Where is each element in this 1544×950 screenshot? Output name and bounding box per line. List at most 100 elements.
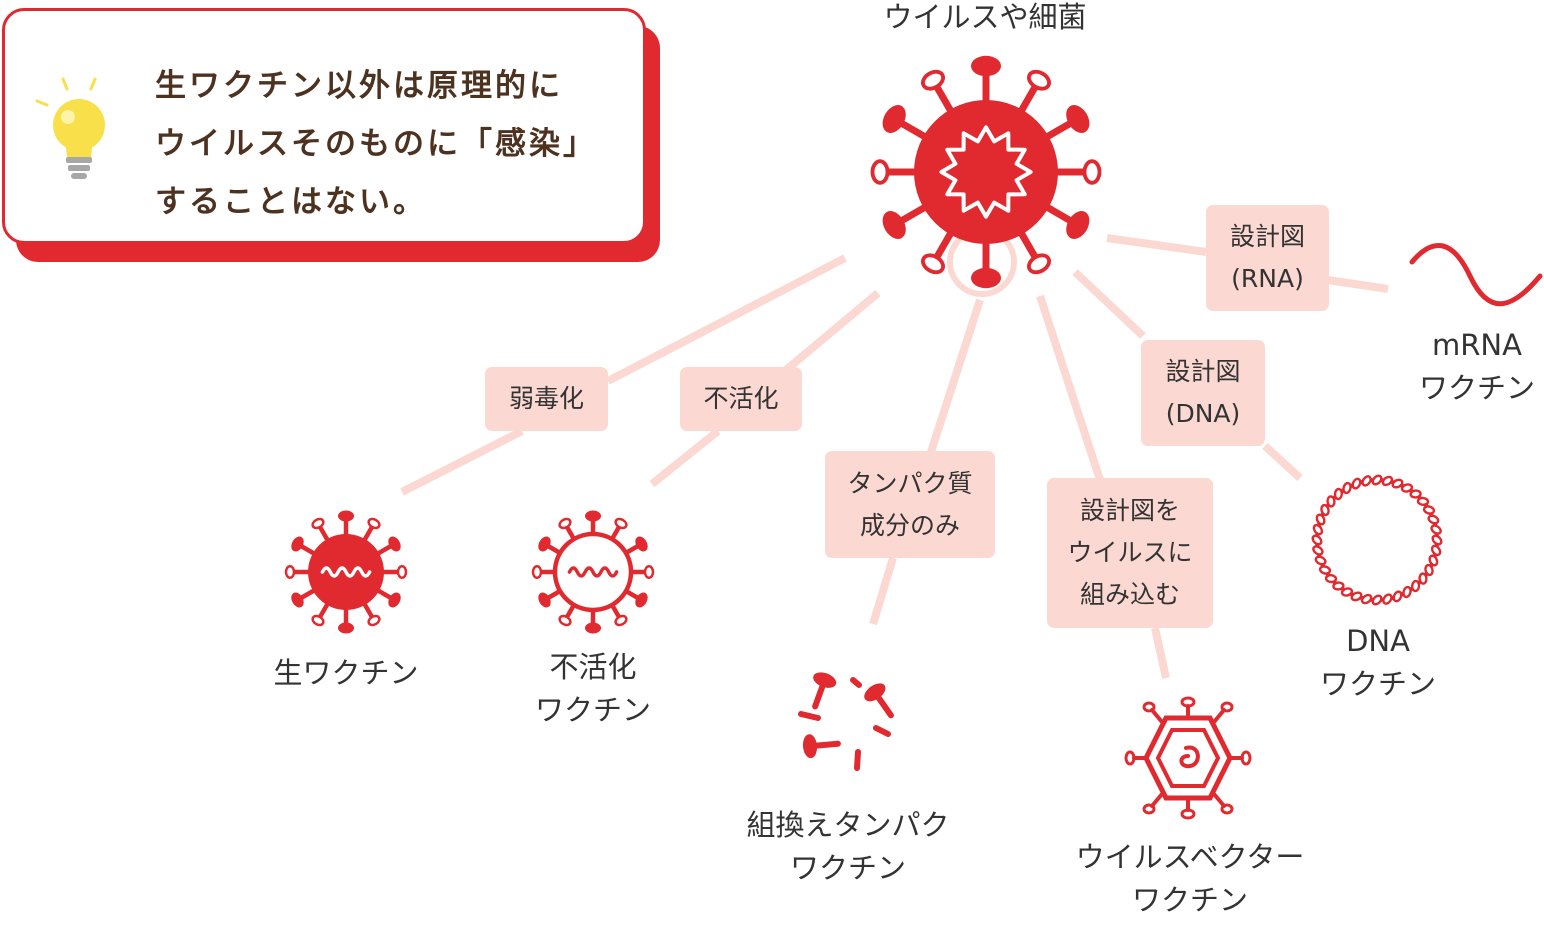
virus-spike (971, 240, 1001, 289)
method-line: (DNA) (1165, 399, 1241, 428)
dna-bead (1351, 477, 1362, 490)
vaccine-line: ウイルスベクター (1075, 840, 1305, 874)
method-dna: 設計図 (DNA) (1141, 340, 1265, 446)
virus-spike (284, 565, 311, 579)
dna-bead (1382, 593, 1393, 605)
vaccine-line: ワクチン (1131, 883, 1248, 917)
dna-bead (1416, 496, 1430, 507)
method-line: 設計図 (1229, 222, 1305, 251)
vaccine-line: ワクチン (1418, 371, 1535, 405)
vaccine-mrna: mRNA ワクチン (1377, 324, 1544, 410)
virus-spike (531, 565, 558, 579)
connector-attenuated-lower (400, 427, 524, 496)
protein-fragment (812, 672, 837, 710)
method-rna: 設計図 (RNA) (1206, 205, 1329, 311)
method-attenuated: 弱毒化 (485, 367, 608, 431)
dna-bead (1402, 585, 1412, 599)
method-line: (RNA) (1231, 264, 1304, 293)
virus-spike (1054, 159, 1102, 185)
info-callout: 生ワクチン以外は原理的に ウイルスそのものに「感染」 することはない。 (2, 8, 646, 244)
connector-dna-lower (1262, 443, 1303, 481)
virus-spike (628, 565, 655, 579)
dna-bead (1315, 513, 1326, 526)
vaccine-inactivated: 不活化 ワクチン (493, 646, 693, 732)
virus-spike (558, 517, 577, 542)
dna-bead (1381, 475, 1394, 487)
vaccine-line: ワクチン (1319, 667, 1436, 701)
vaccine-line: mRNA (1432, 328, 1522, 362)
dna-bead (1326, 495, 1336, 508)
dna-bead (1430, 544, 1442, 557)
virus-spike (362, 517, 381, 542)
dna-bead (1431, 534, 1443, 546)
dna-bead (1324, 573, 1338, 584)
vaccine-recombinant: 組換えタンパク ワクチン (718, 804, 978, 890)
connector-vector-lower (1151, 627, 1170, 679)
method-vector: 設計図を ウイルスに 組み込む (1047, 478, 1213, 628)
lightbulb-icon (35, 77, 105, 179)
virus-spike (920, 69, 954, 114)
virus-spike (920, 230, 954, 275)
dna-bead (1391, 478, 1404, 489)
method-line: 設計図を (1079, 496, 1180, 525)
connector-dna-upper (1072, 269, 1146, 339)
dna-bead (1320, 503, 1330, 517)
dna-bead (1360, 593, 1373, 605)
vaccine-live: 生ワクチン (246, 652, 446, 695)
virus-spike (311, 602, 330, 627)
dna-bead (1430, 524, 1442, 535)
vaccine-vector: ウイルスベクター ワクチン (1060, 836, 1320, 922)
dna-bead (1400, 483, 1414, 493)
virus-spike (538, 588, 563, 608)
protein-fragment (802, 734, 841, 759)
virus-spike (376, 536, 401, 556)
vaccine-line: 生ワクチン (273, 656, 419, 690)
callout-text: 生ワクチン以外は原理的に ウイルスそのものに「感染」 することはない。 (155, 57, 635, 231)
method-inactivated: 不活化 (680, 367, 802, 431)
dna-bead (1312, 523, 1324, 536)
virus-spike (338, 510, 354, 537)
virus-spike (623, 536, 648, 556)
vaccine-line: DNA (1346, 624, 1410, 658)
dna-bead (1418, 572, 1428, 585)
connector-protein-upper (926, 298, 984, 457)
dna-bead (1314, 555, 1327, 566)
connector-inactivated-lower (649, 427, 721, 488)
dna-bead (1422, 505, 1436, 515)
dna-bead (1371, 594, 1383, 606)
dna-bead (1312, 545, 1324, 556)
connector-vector-upper (1036, 294, 1104, 482)
method-line: タンパク質 (847, 468, 973, 498)
virus-icon (870, 55, 1102, 289)
dna-bead (1342, 481, 1352, 495)
vaccine-line: 組換えタンパク (746, 808, 950, 842)
virus-spike (291, 588, 316, 608)
dna-bead (1311, 534, 1323, 546)
virus-spike (1018, 230, 1052, 275)
connector-rna-right (1327, 276, 1389, 293)
virus-spike (538, 536, 563, 556)
source-label: ウイルスや細菌 (883, 0, 1087, 34)
virus-spike (882, 105, 928, 140)
protein-dash (798, 711, 821, 721)
method-line: 組み込む (1079, 580, 1180, 609)
protein-fragment (864, 683, 894, 719)
virus-spike (362, 602, 381, 627)
connector-attenuated-upper (606, 254, 847, 385)
callout-line: ウイルスそのものに「感染」 (155, 126, 597, 162)
method-line: 弱毒化 (508, 384, 584, 413)
connector-lines (400, 234, 1389, 679)
live-virus-icon (284, 510, 408, 634)
method-protein: タンパク質 成分のみ (825, 451, 995, 558)
dna-bead (1428, 554, 1439, 567)
virus-spike (381, 565, 408, 579)
protein-dash (873, 725, 891, 737)
dna-ring-icon (1311, 474, 1443, 606)
mrna-wave-icon (1409, 243, 1543, 307)
virus-spike (585, 607, 601, 634)
protein-dash (850, 677, 862, 688)
vaccine-line: ワクチン (534, 693, 651, 727)
dna-bead (1409, 489, 1422, 499)
dna-bead (1361, 475, 1372, 487)
